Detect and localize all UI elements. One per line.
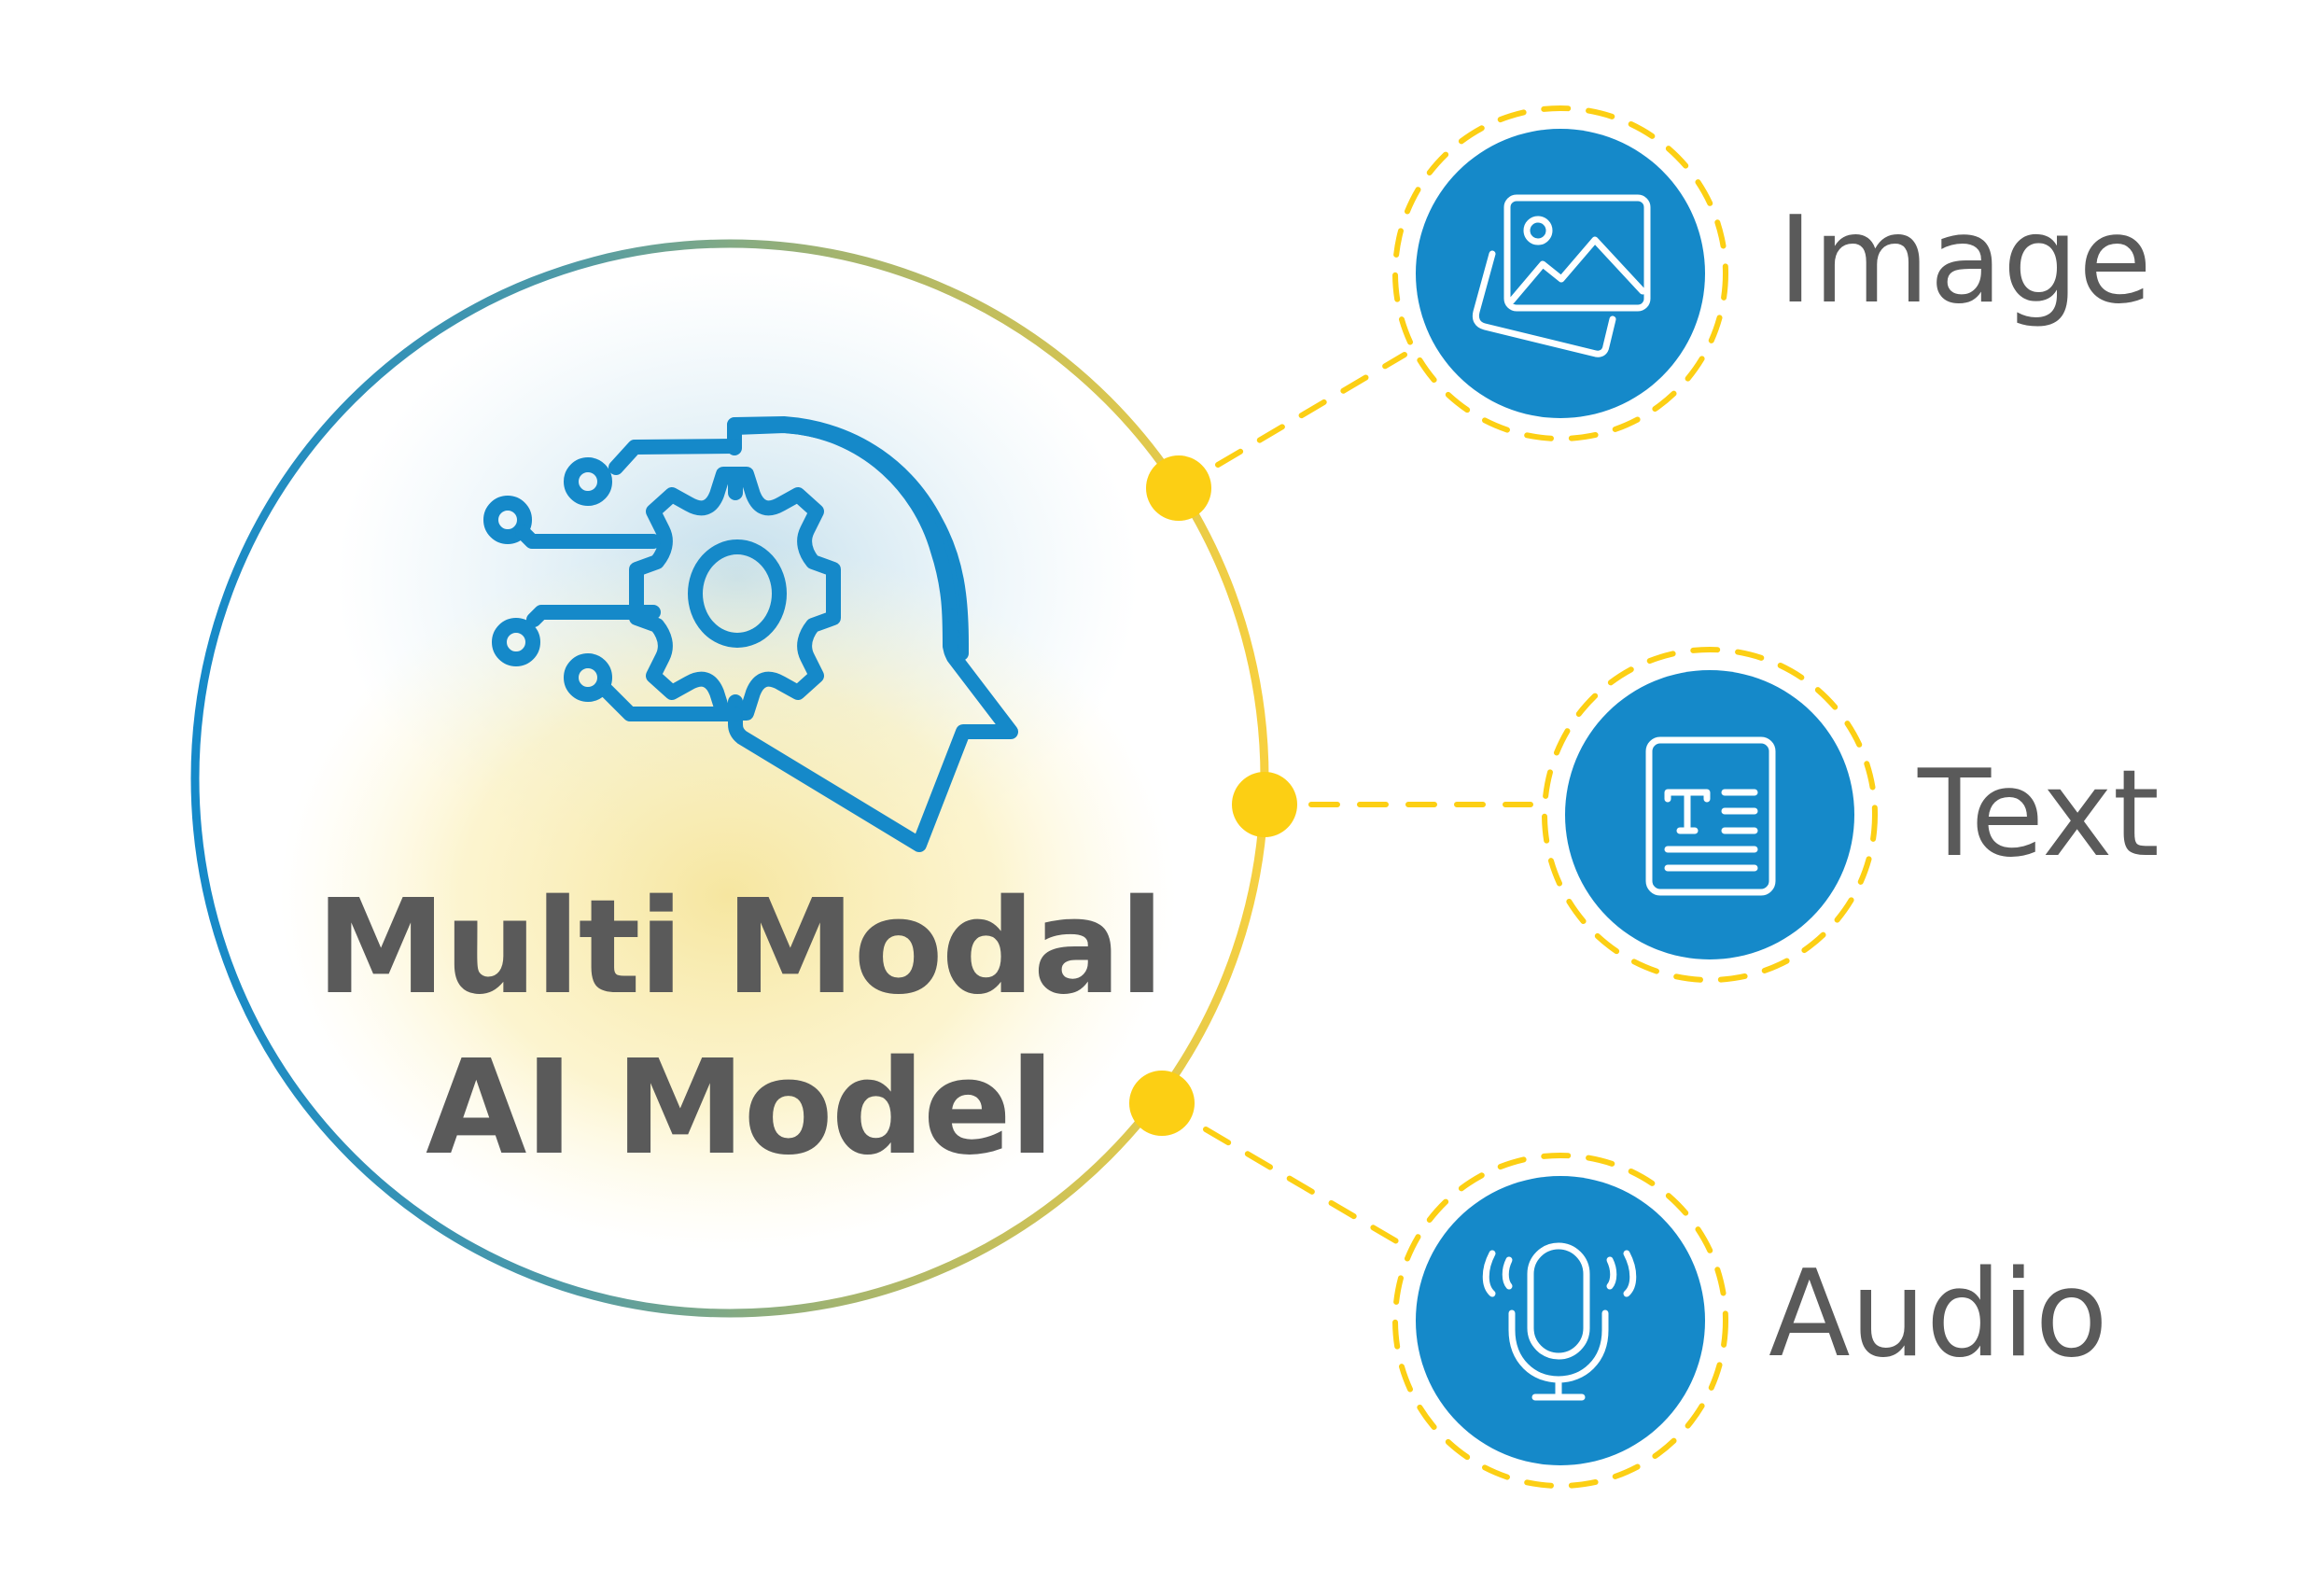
ai-head-gear-icon [483,416,1018,852]
connector-dot-image [1146,455,1211,521]
image-node-dashed-ring [1392,105,1728,441]
connector-image [1215,352,1407,468]
text-document-icon [1645,736,1776,896]
modality-label-image: Image [1778,191,2152,330]
modality-label-audio: Audio [1769,1245,2108,1384]
central-node-title-line2: AI Model [426,1032,1053,1184]
image-gallery-icon [1472,194,1651,357]
image-node-circle [1416,129,1705,418]
connectors [1203,352,1533,1249]
microphone-icon [1482,1242,1637,1401]
text-node-circle [1565,670,1854,959]
text-node-dashed-ring [1542,647,1878,983]
modality-node-audio: Audio [1392,1153,2108,1489]
connector-dot-audio [1129,1071,1195,1136]
modality-node-text: Text [1542,647,2160,983]
audio-node-circle [1416,1176,1705,1465]
connector-audio [1203,1127,1407,1249]
connector-dot-text [1232,772,1297,837]
modality-label-text: Text [1917,745,2160,884]
audio-node-dashed-ring [1392,1153,1728,1489]
central-node: Multi Modal AI Model [190,239,1269,1318]
central-node-title-line1: Multi Modal [316,872,1163,1024]
modality-node-image: Image [1392,105,2152,441]
